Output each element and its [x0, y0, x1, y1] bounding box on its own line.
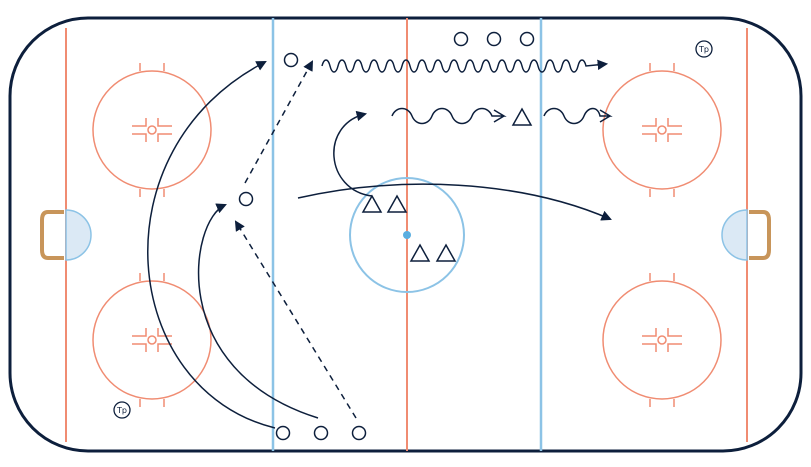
- faceoff-circle-top-right: [602, 63, 722, 197]
- forward-player: [275, 425, 291, 441]
- faceoff-circle-bottom-left: [92, 273, 212, 407]
- skate-path-wide-curve: [147, 61, 276, 429]
- defender-players: [361, 107, 533, 262]
- faceoff-circle-bottom-right: [602, 273, 722, 407]
- defender-player: [386, 194, 408, 213]
- left-goal: [40, 209, 92, 261]
- coach-label-bottom-left: Tp: [116, 406, 127, 415]
- defender-player: [435, 243, 457, 262]
- forward-player: [486, 31, 502, 47]
- faceoff-circles: [92, 63, 722, 407]
- forward-player: [238, 191, 254, 207]
- backward-skate-path-2: [543, 107, 613, 125]
- backward-skate-path-1: [391, 107, 507, 125]
- coach-marker-top-right: Tp: [695, 40, 713, 58]
- forward-player: [351, 425, 367, 441]
- faceoff-circle-top-left: [92, 63, 212, 197]
- center-faceoff-dot: [403, 231, 411, 239]
- right-goal: [721, 209, 771, 261]
- forward-player: [313, 425, 329, 441]
- forward-players: [238, 31, 535, 441]
- coach-marker-bottom-left: Tp: [113, 401, 131, 419]
- skate-path-long-cross: [297, 183, 612, 221]
- coach-label-top-right: Tp: [698, 45, 709, 54]
- defender-loop-path: [333, 110, 373, 197]
- forward-player: [519, 31, 535, 47]
- pass-path-lower: [234, 220, 357, 419]
- pass-path-upper: [244, 60, 314, 184]
- forward-player: [453, 31, 469, 47]
- skate-path-inner-curve: [197, 203, 319, 419]
- drill-paths: [147, 59, 613, 429]
- defender-player: [409, 243, 431, 262]
- center-ice-circle: [349, 177, 465, 293]
- stickhandle-path-top: [321, 59, 609, 73]
- defender-player: [511, 107, 533, 126]
- forward-player: [283, 52, 299, 68]
- defender-player: [361, 194, 383, 213]
